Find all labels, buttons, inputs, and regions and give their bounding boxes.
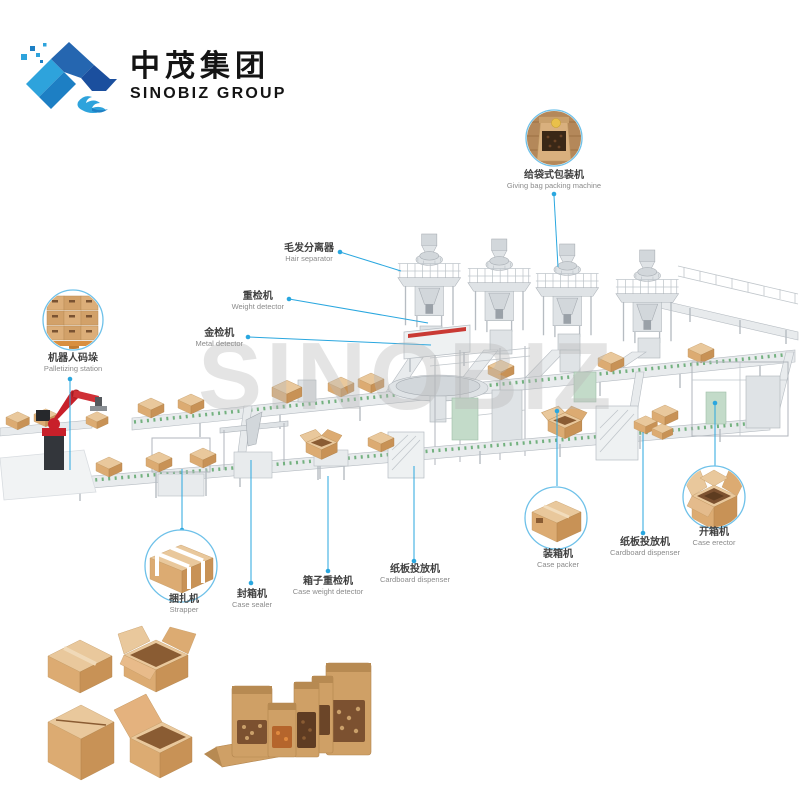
- case-packer-machine: [429, 346, 531, 465]
- inset-palletizing: [42, 289, 104, 351]
- slit-box-illustration: [47, 704, 115, 781]
- overhead-conveyor: [659, 265, 799, 344]
- cardboard-dispenser-right-machine: [595, 405, 673, 461]
- pouch-tall-right: [325, 662, 372, 756]
- metal-detector-machine: [403, 324, 471, 372]
- weigher-4: [615, 249, 680, 344]
- open-box-illustration: [117, 625, 197, 693]
- box-illustrations: [47, 625, 197, 781]
- pouch-3: [293, 681, 320, 758]
- small-cabinet: [559, 349, 581, 373]
- pouch-2: [267, 702, 297, 758]
- weigher-2: [467, 238, 532, 333]
- logo-text: 中茂集团 SINOBIZ GROUP: [130, 51, 287, 103]
- rotary-table: [387, 374, 489, 423]
- logo-company-cn: 中茂集团: [130, 50, 270, 84]
- logo-company-en: SINOBIZ GROUP: [130, 84, 287, 102]
- inset-case-packer: [524, 486, 588, 550]
- inset-strapper: [144, 529, 218, 603]
- logo: 中茂集团 SINOBIZ GROUP: [18, 38, 287, 116]
- strapper-machine: [151, 437, 211, 498]
- case-sealer-machine: [219, 411, 289, 479]
- logo-mark-icon: [21, 42, 117, 113]
- pouch-1: [231, 685, 273, 758]
- kraft-pouch-illustrations: [204, 662, 372, 768]
- weigher-1: [397, 233, 462, 328]
- inset-giving-bag: [525, 109, 583, 167]
- lid-box-illustration: [113, 693, 193, 779]
- weigher-3: [535, 243, 600, 338]
- palletizing-robot: [0, 389, 109, 501]
- closed-box-illustration: [47, 639, 113, 694]
- case-erector-machine: [691, 361, 789, 437]
- inset-case-erector: [682, 465, 746, 529]
- mint-cabinet: [573, 371, 597, 403]
